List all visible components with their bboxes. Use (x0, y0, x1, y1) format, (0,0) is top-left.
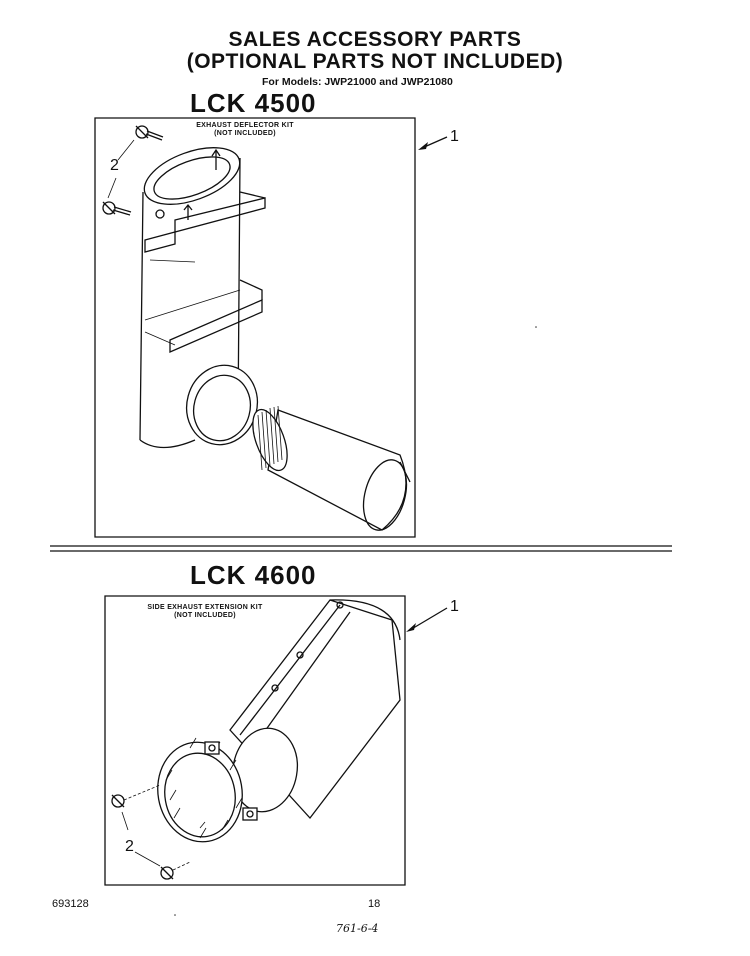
callout-kit-1: 1 (450, 128, 459, 145)
kit-label-line1: EXHAUST DEFLECTOR KIT (196, 122, 294, 129)
screw-icon (111, 784, 161, 808)
doc-number: 693128 (52, 898, 89, 910)
callout-leader-screws-1 (107, 139, 135, 199)
page-title: SALES ACCESSORY PARTS (228, 28, 522, 51)
kit-box-lck4600 (104, 595, 406, 886)
screw-icon (135, 125, 164, 141)
handwritten-note: 761-6-4 (336, 922, 379, 935)
callout-leader-screws-2 (121, 811, 161, 867)
screw-icon (102, 201, 132, 216)
extension-tube-part (252, 405, 411, 531)
callout-screws-2: 2 (125, 838, 134, 855)
kit-label-line1: SIDE EXHAUST EXTENSION KIT (147, 604, 263, 611)
page-subtitle: (OPTIONAL PARTS NOT INCLUDED) (186, 50, 564, 73)
kit-label-line2: (NOT INCLUDED) (174, 612, 236, 619)
kit-label-line2: (NOT INCLUDED) (214, 130, 276, 137)
callout-kit-2: 1 (450, 598, 459, 615)
kit-label-exhaust-deflector: EXHAUST DEFLECTOR KIT (NOT INCLUDED) (180, 122, 310, 138)
models-line: For Models: JWP21000 and JWP21080 (262, 76, 453, 88)
callout-arrow-kit-1 (418, 136, 448, 150)
screw-icon (160, 861, 191, 880)
page-number: 18 (368, 898, 381, 910)
side-exhaust-extension-part (157, 599, 401, 843)
callout-arrow-kit-2 (406, 607, 448, 632)
kit-title-lck4500: LCK 4500 (190, 88, 317, 118)
kit-title-lck4600: LCK 4600 (190, 560, 317, 590)
kit-label-side-exhaust: SIDE EXHAUST EXTENSION KIT (NOT INCLUDED… (130, 604, 280, 620)
exhaust-deflector-part (139, 147, 266, 449)
callout-screws-1: 2 (110, 157, 119, 174)
kit-box-lck4500 (94, 117, 416, 538)
